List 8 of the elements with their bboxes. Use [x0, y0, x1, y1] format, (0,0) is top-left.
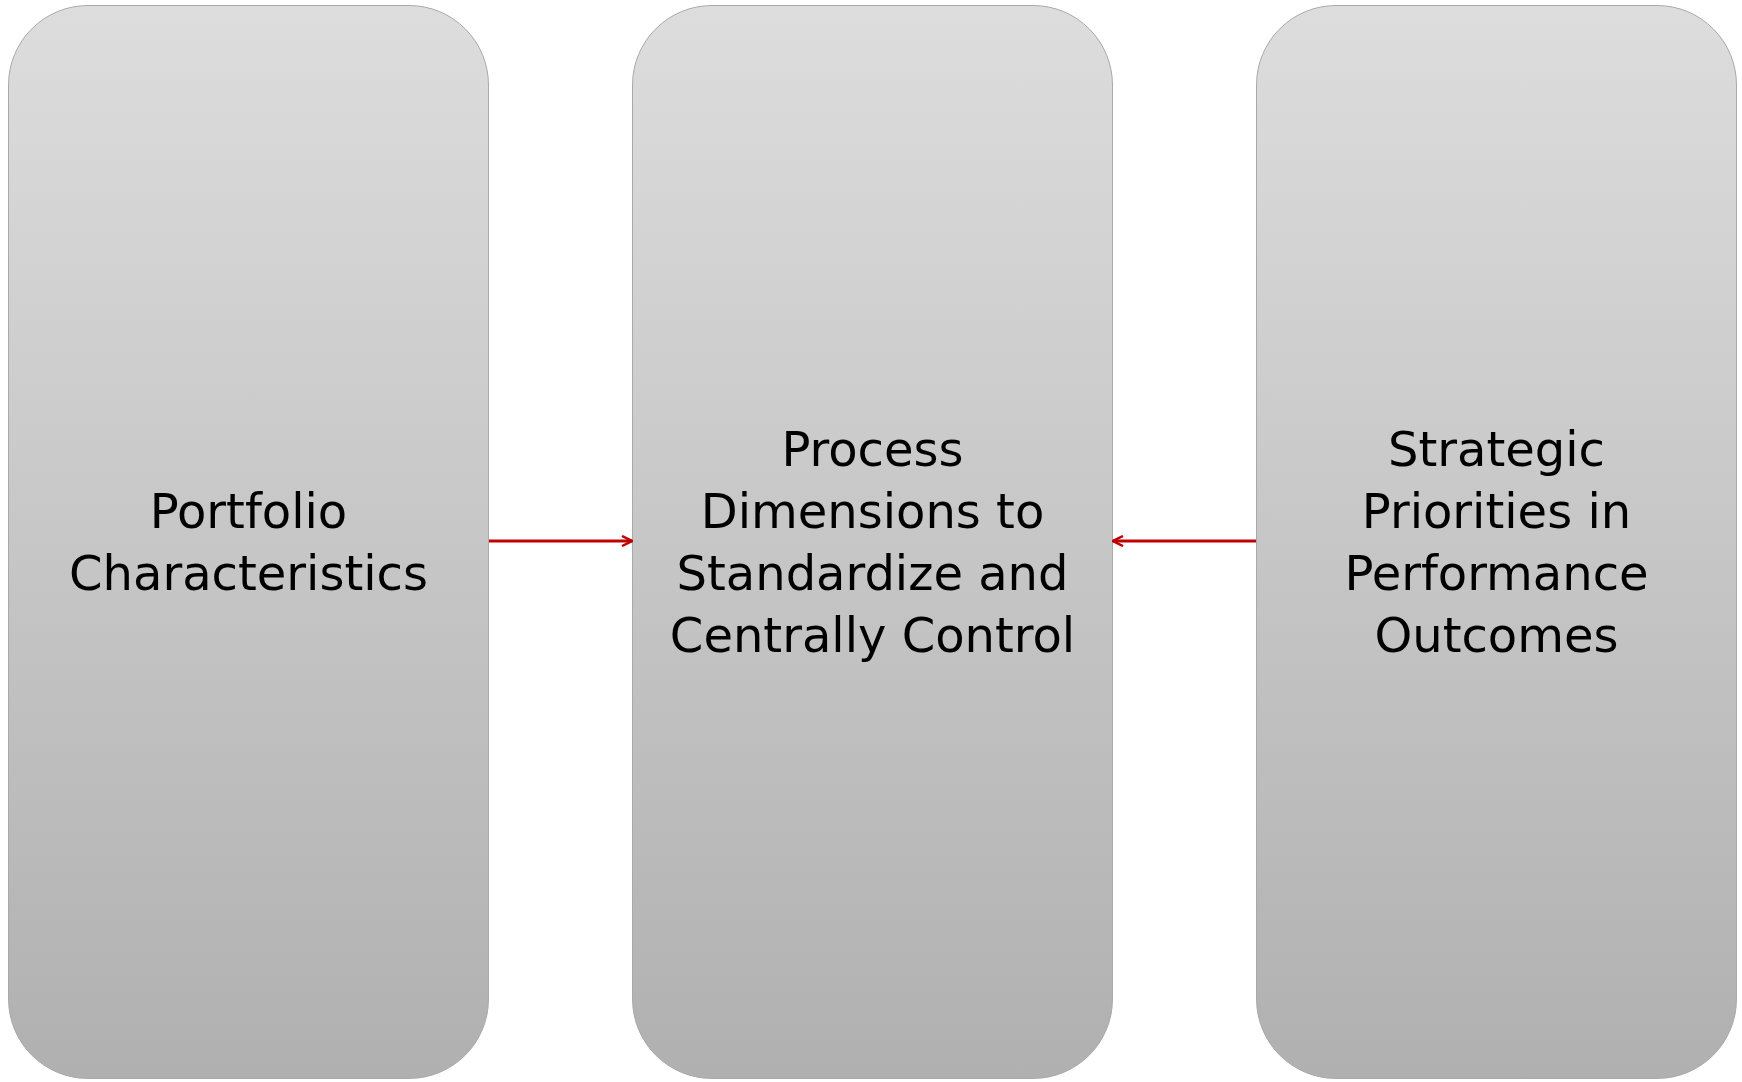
- rounded-box: [1256, 5, 1737, 1079]
- box-label: Portfolio Characteristics: [68, 482, 429, 603]
- arrow: [489, 534, 634, 548]
- rounded-box: [8, 5, 489, 1079]
- box-label: Process Dimensions to Standardize and Centrally Control: [668, 420, 1077, 665]
- box-label: Strategic Priorities in Performance Outcomes: [1343, 420, 1650, 665]
- rounded-box: [632, 5, 1113, 1079]
- arrow: [1111, 534, 1256, 548]
